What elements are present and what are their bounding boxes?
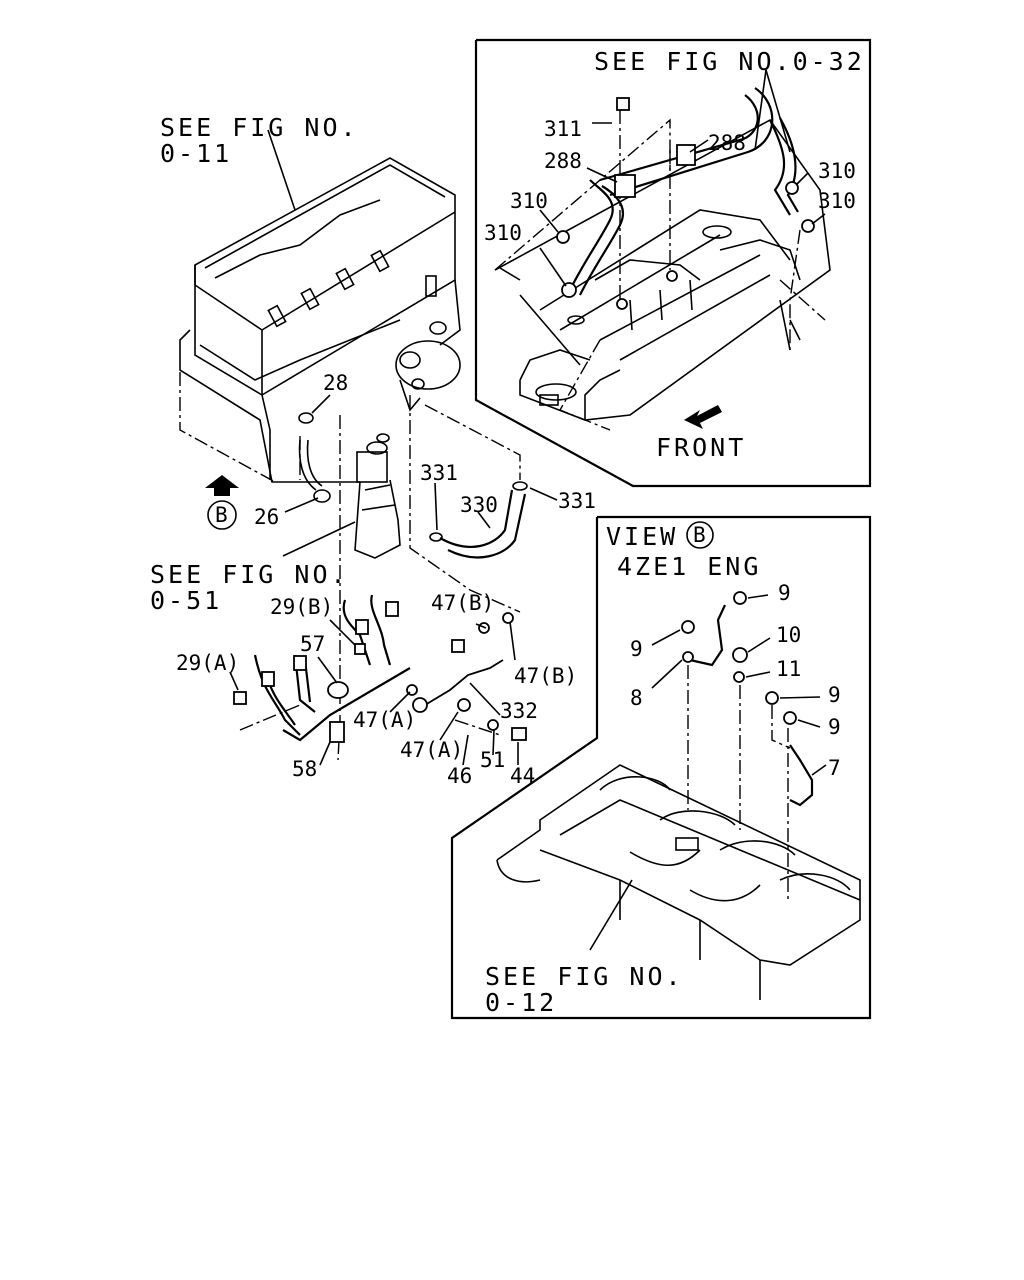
- part-330: 330: [460, 493, 498, 517]
- part-7: 7: [828, 756, 841, 780]
- ref-0-11-line2: 0-11: [160, 139, 232, 168]
- part-51: 51: [480, 748, 505, 772]
- ref-0-51-line2: 0-51: [150, 586, 222, 615]
- part-47b-2: 47(B): [514, 664, 577, 688]
- part-9-b: 9: [630, 637, 643, 661]
- part-310-c: 310: [818, 159, 856, 183]
- front-arrow-icon: [684, 405, 722, 429]
- view-marker-main: B: [215, 503, 228, 527]
- part-47a-2: 47(A): [400, 738, 463, 762]
- part-288-b: 288: [708, 131, 746, 155]
- ref-0-11-line1: SEE FIG NO.: [160, 113, 359, 142]
- part-26: 26: [254, 505, 279, 529]
- part-310-d: 310: [818, 189, 856, 213]
- part-9-c: 9: [828, 683, 841, 707]
- ref-0-51-line1: SEE FIG NO.: [150, 560, 349, 589]
- part-331-a: 331: [420, 461, 458, 485]
- view-arrow-icon: [205, 475, 239, 530]
- part-29b: 29(B): [270, 595, 333, 619]
- ref-0-12-line2: 0-12: [485, 988, 557, 1017]
- ref-0-12-line1: SEE FIG NO.: [485, 962, 684, 991]
- part-310-b: 310: [484, 221, 522, 245]
- part-311: 311: [544, 117, 582, 141]
- inset-view-b: [450, 515, 872, 1020]
- part-44: 44: [510, 764, 535, 788]
- part-57: 57: [300, 632, 325, 656]
- part-47a-1: 47(A): [353, 708, 416, 732]
- part-288-a: 288: [544, 149, 582, 173]
- main-engine-drawing: [179, 129, 558, 766]
- part-310-a: 310: [510, 189, 548, 213]
- part-9-d: 9: [828, 715, 841, 739]
- view-engine: 4ZE1 ENG: [617, 552, 761, 581]
- view-marker: B: [693, 523, 706, 547]
- part-47b-1: 47(B): [431, 591, 494, 615]
- front-label: FRONT: [656, 433, 746, 462]
- part-46: 46: [447, 764, 472, 788]
- part-9-a: 9: [778, 581, 791, 605]
- part-8: 8: [630, 686, 643, 710]
- part-331-b: 331: [558, 489, 596, 513]
- part-58: 58: [292, 757, 317, 781]
- part-28: 28: [323, 371, 348, 395]
- ref-0-32: SEE FIG NO.0-32: [594, 47, 865, 76]
- part-29a: 29(A): [176, 651, 239, 675]
- part-10: 10: [776, 623, 801, 647]
- part-11: 11: [776, 657, 801, 681]
- view-title: VIEW: [606, 522, 678, 551]
- inset-fig-0-32: [474, 38, 872, 488]
- part-332: 332: [500, 699, 538, 723]
